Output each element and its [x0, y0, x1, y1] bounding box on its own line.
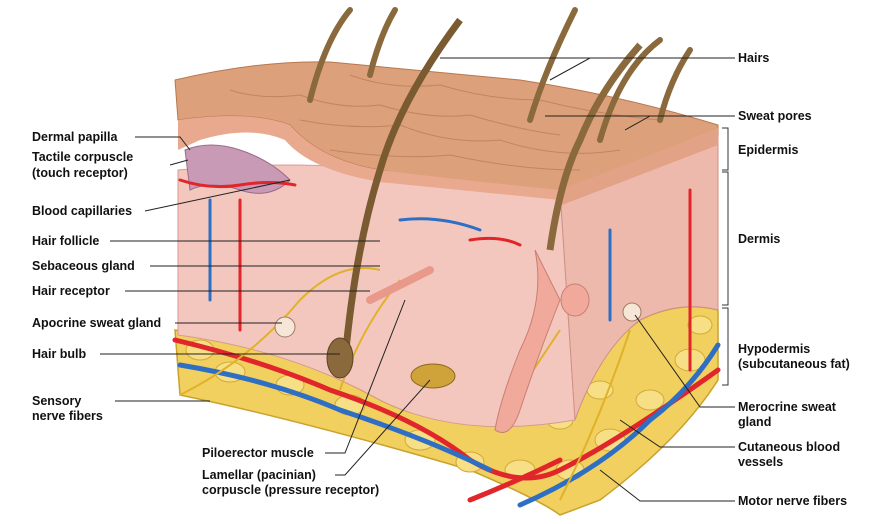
label-hair-follicle: Hair follicle [32, 234, 100, 248]
label-blood-capillaries: Blood capillaries [32, 204, 133, 218]
sebaceous-gland [560, 283, 590, 317]
label-epidermis: Epidermis [738, 143, 799, 157]
label-hairs: Hairs [738, 51, 770, 65]
label-merocrine-sweat-gland-sub: gland [738, 415, 772, 429]
label-dermal-papilla: Dermal papilla [32, 130, 118, 144]
merocrine-sweat-gland [622, 302, 642, 322]
label-hair-receptor: Hair receptor [32, 284, 110, 298]
hair-bulb [326, 337, 354, 379]
label-hypodermis: Hypodermis [738, 342, 811, 356]
apocrine-sweat-gland [274, 316, 296, 338]
label-piloerector-muscle: Piloerector muscle [202, 446, 314, 460]
label-tactile-corpuscle: Tactile corpuscle [32, 150, 134, 164]
dermis-side-face [559, 129, 719, 421]
layer-brackets [722, 127, 729, 386]
label-sensory-nerve-sub: nerve fibers [32, 409, 103, 423]
label-dermis: Dermis [738, 232, 781, 246]
label-lamellar-corpuscle: Lamellar (pacinian) [202, 468, 316, 482]
piloerector-muscle [366, 266, 434, 304]
lamellar-corpuscle [410, 363, 456, 389]
hair-shaft-right [546, 42, 643, 251]
hair-follicle-right [494, 249, 561, 433]
label-sensory-nerve: Sensory [32, 394, 82, 408]
label-tactile-corpuscle-sub: (touch receptor) [32, 166, 128, 180]
label-hair-bulb: Hair bulb [32, 347, 87, 361]
label-merocrine-sweat-gland: Merocrine sweat [738, 400, 836, 414]
label-sebaceous-gland: Sebaceous gland [32, 259, 135, 273]
epidermis-front-strip [178, 116, 560, 200]
blood-vessels [172, 178, 721, 508]
label-hypodermis-sub: (subcutaneous fat) [738, 357, 850, 371]
label-cutaneous-blood-vessels-sub: vessels [738, 455, 784, 469]
label-sweat-pores: Sweat pores [738, 109, 812, 123]
leader-lines [100, 57, 735, 502]
label-cutaneous-blood-vessels: Cutaneous blood [738, 440, 841, 454]
label-lamellar-corpuscle-sub: corpuscle (pressure receptor) [202, 483, 380, 497]
hair-shaft-follicle [341, 17, 463, 361]
hairs [307, 7, 693, 143]
epidermis-side-strip [560, 128, 718, 205]
skin-surface-ridges [229, 74, 661, 171]
label-motor-nerve-fibers: Motor nerve fibers [738, 494, 848, 508]
label-apocrine-sweat-gland: Apocrine sweat gland [32, 316, 162, 330]
